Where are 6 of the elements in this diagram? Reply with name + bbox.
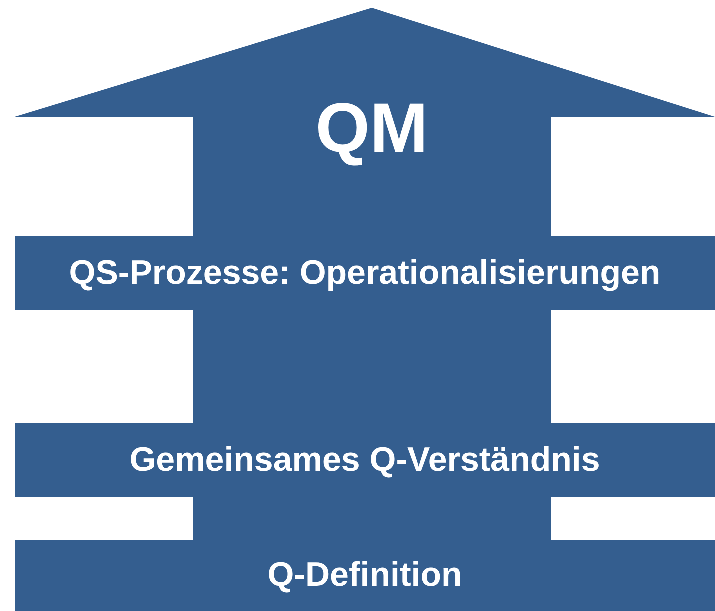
arrow-title: QM bbox=[314, 88, 430, 168]
band-label: Q-Definition bbox=[268, 556, 462, 595]
level-band bbox=[15, 540, 715, 611]
band-label: QS-Prozesse: Operationalisierungen bbox=[69, 254, 661, 292]
band-label: Gemeinsames Q-Verständnis bbox=[130, 440, 600, 480]
up-arrow-shape bbox=[15, 8, 715, 236]
